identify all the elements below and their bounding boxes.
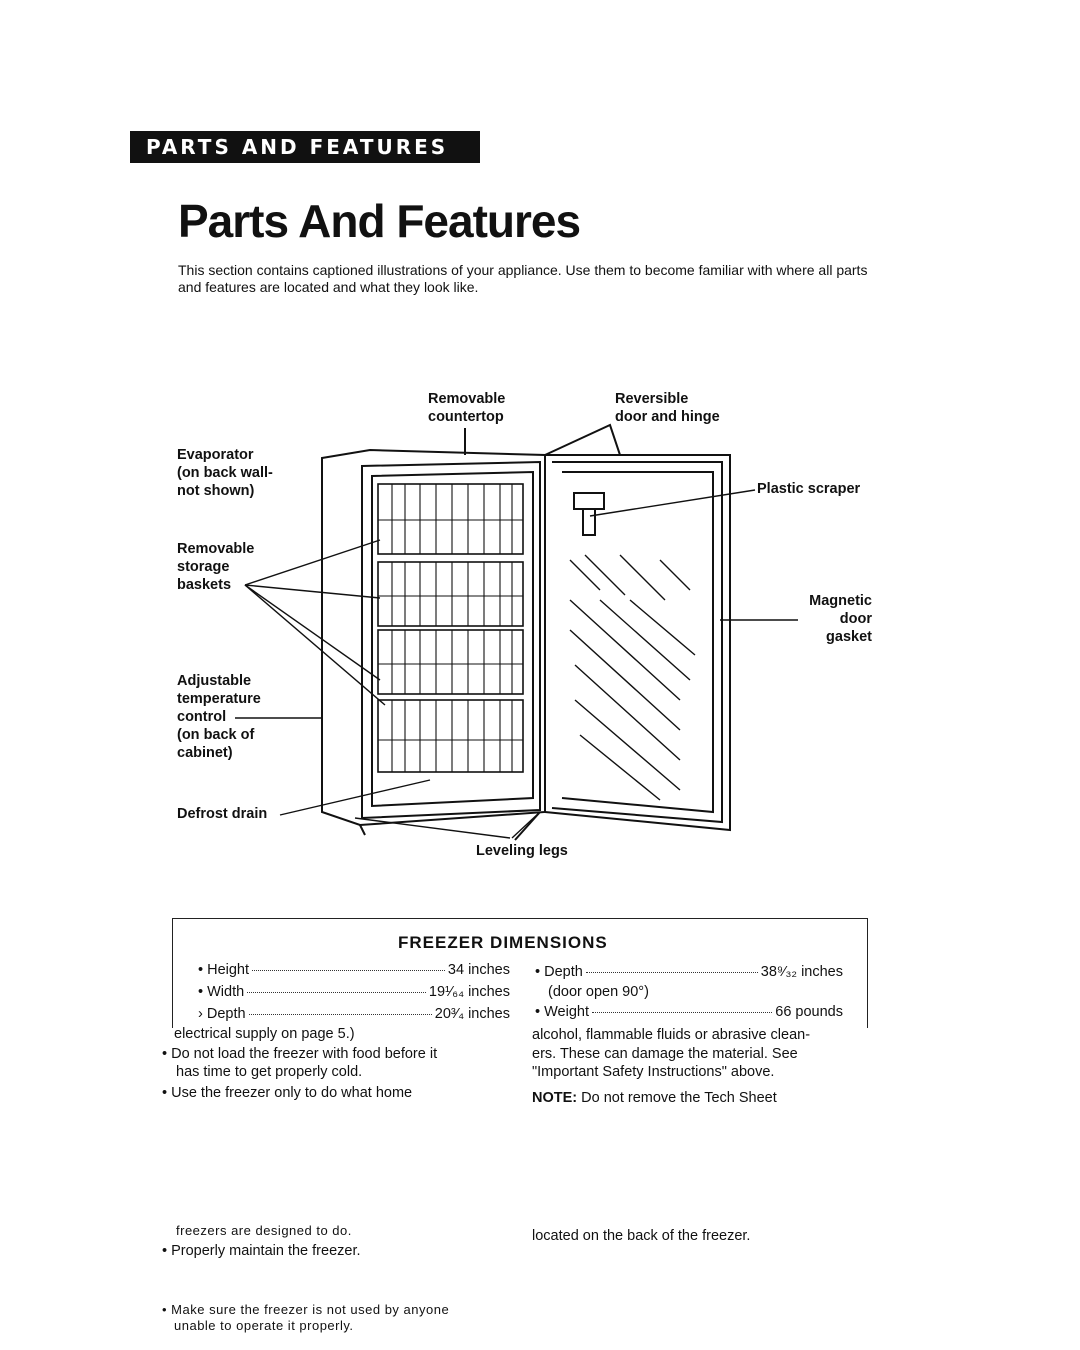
text-left-7: • Make sure the freezer is not used by a… xyxy=(162,1302,450,1317)
text-left-2: • Do not load the freezer with food befo… xyxy=(162,1046,438,1062)
label-plastic-scraper: Plastic scraper xyxy=(757,481,861,497)
freezer-diagram xyxy=(235,423,798,841)
text-right-3: "Important Safety Instructions" above. xyxy=(532,1064,775,1080)
text-right-1: alcohol, flammable fluids or abrasive cl… xyxy=(532,1027,811,1043)
door xyxy=(544,454,731,832)
text-left-6: • Properly maintain the freezer. xyxy=(162,1243,361,1259)
text-right-4: NOTE: Do not remove the Tech Sheet xyxy=(532,1090,777,1106)
text-left-1: electrical supply on page 5.) xyxy=(174,1026,355,1042)
label-defrost-drain: Defrost drain xyxy=(177,806,268,822)
text-left-5: freezers are designed to do. xyxy=(176,1223,352,1238)
dimensions-title: FREEZER DIMENSIONS xyxy=(398,933,608,952)
label-evaporator: Evaporator(on back wall-not shown) xyxy=(177,447,273,499)
page-title: Parts And Features xyxy=(178,195,581,247)
text-right-2: ers. These can damage the material. See xyxy=(532,1046,798,1062)
section-banner: PARTS AND FEATURES xyxy=(130,131,480,163)
text-left-3: has time to get properly cold. xyxy=(176,1064,363,1080)
dimensions-box xyxy=(172,918,868,1028)
text-right-5: located on the back of the freezer. xyxy=(532,1228,751,1244)
dim-door-open-note: (door open 90°) xyxy=(548,984,649,1000)
text-left-4: • Use the freezer only to do what home xyxy=(162,1085,413,1101)
label-leveling-legs: Leveling legs xyxy=(476,843,568,859)
text-left-8: unable to operate it properly. xyxy=(174,1318,354,1333)
intro-paragraph: This section contains captioned illustra… xyxy=(178,262,868,295)
